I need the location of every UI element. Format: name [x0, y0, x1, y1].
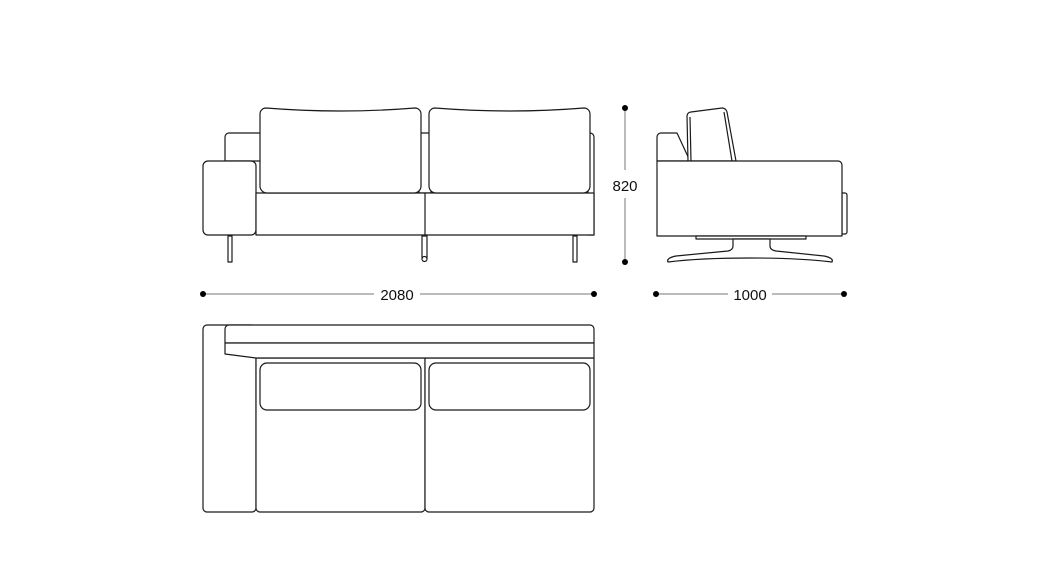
width-label: 2080 — [380, 287, 413, 304]
legs — [227, 235, 578, 263]
depth-dimension: 1000 — [653, 287, 847, 304]
height-dimension: 820 — [612, 105, 638, 265]
front-view — [202, 107, 595, 263]
height-label: 820 — [612, 178, 637, 195]
width-dimension: 2080 — [200, 287, 597, 304]
plan-view — [202, 324, 595, 513]
depth-label: 1000 — [733, 287, 766, 304]
side-view — [656, 107, 848, 263]
